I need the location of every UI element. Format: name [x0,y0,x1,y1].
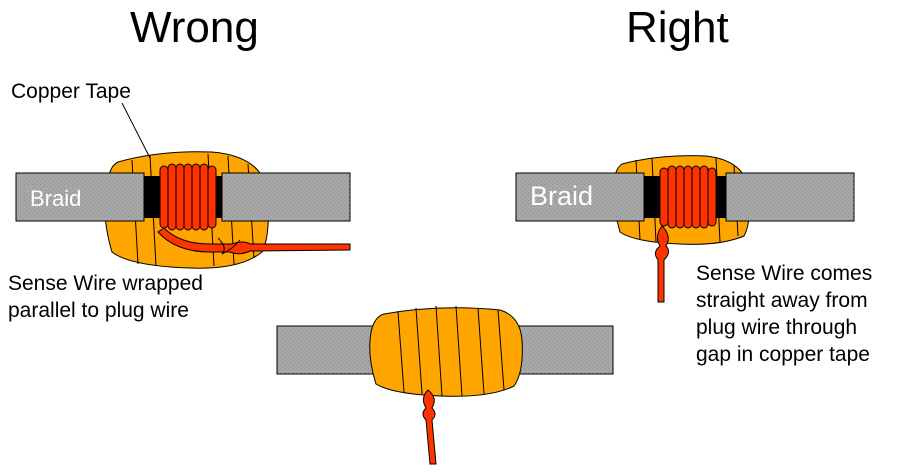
right-caption-line-1: Sense Wire comes [696,262,873,285]
wrong-example [15,102,351,269]
right-example [515,155,855,303]
braid-label-right: Braid [530,181,594,211]
right-caption-line-3: plug wire through [696,316,858,339]
right-braid-right [725,172,855,222]
wrong-caption-line-2: parallel to plug wire [8,299,189,322]
wrong-wire-tail [157,227,351,255]
wrong-wire-knot [217,237,241,255]
bottom-copper-tape [369,307,523,397]
right-sense-wire [659,165,717,229]
bottom-wire-tail [422,389,437,465]
wrong-caption-line-1: Sense Wire wrapped [8,272,203,295]
bottom-tape-lines [397,305,505,397]
right-braid-left [515,172,645,222]
copper-tape-leader [121,102,151,159]
right-caption-line-4: gap in copper tape [696,343,870,366]
wrong-title: Wrong [130,3,259,52]
braid-label-left: Braid [30,186,82,211]
right-title: Right [626,3,729,52]
finished-example [276,305,614,465]
copper-tape-label: Copper Tape [11,80,131,103]
wrong-sense-wire [159,163,217,231]
wrong-braid-right [221,172,351,222]
right-wire-tail [654,225,670,303]
right-caption-line-2: straight away from [696,289,868,312]
